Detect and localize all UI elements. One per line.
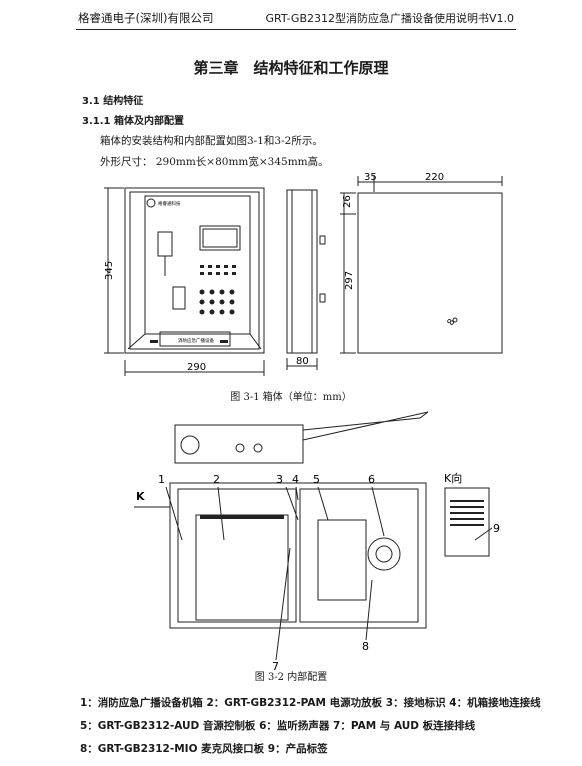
dim-220: 220 [425,172,444,183]
subsection-heading: 3.1.1 箱体及内部配置 [82,116,184,127]
callout-2: 2 [213,473,220,486]
paragraph: 箱体的安装结构和内部配置如图3-1和3-2所示。 [100,135,323,147]
chapter-title: 第三章 结构特征和工作原理 [193,59,389,77]
dim-80: 80 [296,356,309,367]
legend-line-3: 8：GRT-GB2312-MIO 麦克风接口板 9：产品标签 [80,743,328,755]
dim-8: 8 [446,317,458,327]
k-view-label: K向 [444,471,462,485]
dim-35: 35 [364,172,377,183]
legend-line-2: 5：GRT-GB2312-AUD 音源控制板 6：监听扬声器 7：PAM 与 A… [80,720,476,732]
figure-3-2-caption: 图 3-2 内部配置 [254,672,328,683]
panel-label: 消防应急广播设备 [178,337,214,344]
callout-3: 3 [276,473,283,486]
k-label: K [136,490,145,503]
header-doc-title: GRT-GB2312型消防应急广播设备使用说明书V1.0 [265,12,514,25]
header-company: 格睿通电子(深圳)有限公司 [78,11,214,25]
dim-345: 345 [104,261,115,280]
callout-7: 7 [272,660,279,673]
callout-4: 4 [292,473,299,486]
paragraph-dimensions: 外形尺寸： 290mm长×80mm宽×345mm高。 [100,156,329,168]
callout-9: 9 [493,522,500,535]
callout-8: 8 [362,640,369,653]
legend-line-1: 1：消防应急广播设备机箱 2：GRT-GB2312-PAM 电源功放板 3：接地… [80,697,541,709]
header-rule [76,29,516,30]
dim-290: 290 [187,362,206,373]
brand-label: 格睿通科技 [158,200,181,207]
dim-26: 26 [342,195,353,208]
callout-5: 5 [313,473,320,486]
section-heading: 3.1 结构特征 [82,96,144,107]
dim-297: 297 [344,271,355,290]
figure-3-1-caption: 图 3-1 箱体（单位：mm） [230,392,352,403]
callout-6: 6 [368,473,375,486]
callout-1: 1 [158,473,165,486]
